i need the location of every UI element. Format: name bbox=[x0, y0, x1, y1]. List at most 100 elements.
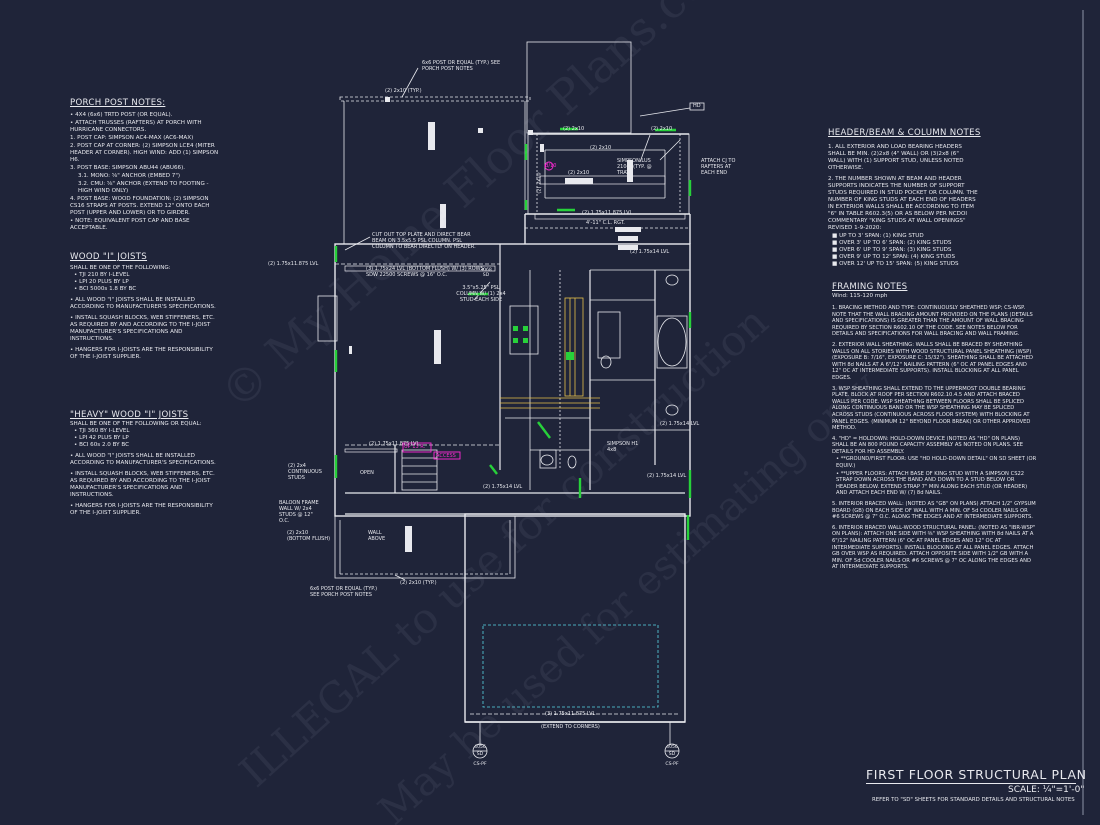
label-2x10-d: (2) 2x10 bbox=[536, 172, 543, 194]
wood-i-joists-notes: SHALL BE ONE OF THE FOLLOWING: • TJI 210… bbox=[70, 265, 220, 365]
joist-note: • ALL WOOD "I" JOISTS SHALL BE INSTALLED… bbox=[70, 453, 216, 466]
rear-projection bbox=[526, 41, 632, 134]
porch-note: 2. POST CAP AT CORNER: (2) SIMPSON LCE4 … bbox=[70, 143, 219, 163]
sheet-scale: SCALE: ¼"=1'-0" bbox=[1008, 785, 1085, 795]
wood-i-joists-subheading: SHALL BE ONE OF THE FOLLOWING: bbox=[70, 265, 171, 271]
framing-note: 6. INTERIOR BRACED WALL-WOOD STRUCTURAL … bbox=[832, 524, 1036, 571]
label-3068: 3068 SD bbox=[480, 268, 492, 278]
framing-notes-heading: FRAMING NOTES bbox=[832, 282, 908, 292]
joist-note: • HANGERS FOR I-JOISTS ARE THE RESPONSIB… bbox=[70, 503, 213, 516]
framing-note: 1. BRACING METHOD AND TYPE: CONTINUOUSLY… bbox=[832, 305, 1033, 338]
porch-note: 3. POST BASE: SIMPSON ABU44 (ABU66). bbox=[70, 165, 186, 171]
framing-note: 5. INTERIOR BRACED WALL: (NOTED AS "GB" … bbox=[832, 501, 1036, 521]
label-hd-tag: HD bbox=[693, 103, 701, 109]
king-stud-rule: ■ OVER 9' UP TO 12' SPAN: (4) KING STUDS bbox=[832, 254, 956, 260]
section-right-num: 4056 bbox=[666, 745, 678, 750]
king-stud-rule: ■ OVER 6' UP TO 9' SPAN: (3) KING STUDS bbox=[832, 247, 952, 253]
heavy-i-joists-heading: "HEAVY" WOOD "I" JOISTS bbox=[70, 410, 189, 420]
joist-option: • TJI 210 BY I-LEVEL bbox=[74, 272, 130, 278]
joist-note: • HANGERS FOR I-JOISTS ARE THE RESPONSIB… bbox=[70, 347, 213, 360]
label-lvl-lower: (2) 1.75x14 LVL bbox=[483, 484, 523, 490]
porch-note: 3.2. CMU: ⅝" ANCHOR (EXTEND TO FOOTING -… bbox=[78, 181, 209, 194]
porch-note: • 4X4 (6x6) TRTD POST (OR EQUAL). bbox=[70, 112, 173, 118]
sheet-reference: REFER TO "SD" SHEETS FOR STANDARD DETAIL… bbox=[872, 797, 1075, 803]
king-stud-rule: ■ UP TO 3' SPAN: (1) KING STUD bbox=[832, 233, 924, 239]
label-lvl-bottom-flush: (3) 1.75x24 LVL (BOTTOM FLUSH) W/ (3) RO… bbox=[366, 266, 484, 278]
label-lvl-right: (2) 1.75x14 LVL bbox=[660, 421, 700, 427]
label-lvl-left: (2) 1.75x11.875 LVL bbox=[268, 261, 319, 267]
sheet-title: FIRST FLOOR STRUCTURAL PLAN bbox=[866, 767, 1087, 782]
heavy-i-joists-notes: SHALL BE ONE OF THE FOLLOWING OR EQUAL: … bbox=[70, 421, 220, 521]
framing-note: 3. WSP SHEATHING SHALL EXTEND TO THE UPP… bbox=[832, 385, 1031, 432]
porch-note: 3.1. MONO: ⅝" ANCHOR (EMBED 7") bbox=[78, 173, 181, 179]
label-2x10-c: (2) 2x10 bbox=[590, 145, 612, 151]
porch-note: 1. POST CAP: SIMPSON AC4-MAX (AC6-MAX) bbox=[70, 135, 194, 141]
heavy-subheading: SHALL BE ONE OF THE FOLLOWING OR EQUAL: bbox=[70, 421, 202, 427]
section-right-sheet: SD bbox=[668, 752, 676, 757]
framing-note: • **UPPER FLOORS: ATTACH BASE OF KING ST… bbox=[836, 470, 1028, 497]
king-stud-rule: ■ OVER 12' UP TO 15' SPAN: (5) KING STUD… bbox=[832, 261, 959, 267]
joist-option: • TJI 360 BY I-LEVEL bbox=[74, 428, 130, 434]
section-left-ref: CS-PF bbox=[473, 762, 487, 767]
framing-note: 4. "HD" = HOLDOWN: HOLD-DOWN DEVICE (NOT… bbox=[832, 435, 1024, 455]
joist-note: • ALL WOOD "I" JOISTS SHALL BE INSTALLED… bbox=[70, 297, 216, 310]
magenta-tag: B/10 bbox=[545, 163, 557, 169]
left-bumpout bbox=[317, 295, 338, 342]
label-simpson-lus: SIMPSON LUS 210-2 (TYP. @ TRAY) bbox=[617, 158, 652, 176]
tub bbox=[657, 317, 687, 367]
porch-note: 4. POST BASE: WOOD FOUNDATION: (2) SIMPS… bbox=[70, 196, 210, 216]
stairs bbox=[401, 449, 438, 491]
label-lvl-top: (2) 1.75x11.875 LVL bbox=[582, 210, 633, 216]
framing-note: 2. EXTERIOR WALL SHEATHING: WALLS SHALL … bbox=[832, 341, 1033, 381]
framing-notes: 1. BRACING METHOD AND TYPE: CONTINUOUSLY… bbox=[832, 305, 1037, 575]
label-open: OPEN bbox=[360, 470, 374, 476]
label-post-top: 6x6 POST OR EQUAL (TYP.) SEE PORCH POST … bbox=[422, 60, 501, 72]
header-note: 1. ALL EXTERIOR AND LOAD BEARING HEADERS… bbox=[828, 144, 964, 171]
label-dim: 4'-11" C.L. RGT. bbox=[586, 220, 625, 226]
label-lvl-mid: (2) 1.75x11.875 LVL bbox=[369, 441, 420, 447]
header-notes-heading: HEADER/BEAM & COLUMN NOTES bbox=[828, 128, 981, 138]
joist-option: • LPI 20 PLUS BY LP bbox=[74, 279, 129, 285]
label-simpson-h: SIMPSON H1 4x8 bbox=[607, 441, 639, 453]
label-wall-above: WALL ABOVE bbox=[368, 530, 386, 542]
front-porch bbox=[334, 515, 516, 579]
header-notes: 1. ALL EXTERIOR AND LOAD BEARING HEADERS… bbox=[828, 144, 978, 268]
joist-option: • BCI 5000s 1.8 BY BC bbox=[74, 286, 137, 292]
label-balloon: BALOON FRAME WALL W/ 2x4 STUDS @ 12" O.C… bbox=[279, 500, 319, 524]
porch-post-notes-heading: PORCH POST NOTES: bbox=[70, 98, 166, 108]
label-2x10-a: (2) 2x10 bbox=[563, 126, 585, 132]
section-right-ref: CS-PF bbox=[665, 762, 679, 767]
joist-option: • LPI 42 PLUS BY LP bbox=[74, 435, 129, 441]
label-2x10-typ-top: (2) 2x10 (TYP.) bbox=[385, 88, 422, 94]
label-access: ACCESS bbox=[436, 453, 456, 459]
label-cut-out: CUT OUT TOP PLATE AND DIRECT BEAR BEAM O… bbox=[372, 232, 476, 250]
label-lvl-bottom-right: (2) 1.75x14 LVL bbox=[647, 473, 687, 479]
label-post-bottom: 6x6 POST OR EQUAL (TYP.) SEE PORCH POST … bbox=[310, 586, 378, 598]
section-left-sheet: SD bbox=[476, 752, 484, 757]
label-lvl-mid2: (2) 1.75x14 LVL bbox=[630, 249, 670, 255]
joist-option: • BCI 60s 2.0 BY BC bbox=[74, 442, 130, 448]
joist-note: • INSTALL SQUASH BLOCKS, WEB STIFFENERS,… bbox=[70, 471, 215, 498]
kitchen-island bbox=[509, 305, 539, 355]
section-left-num: 4056 bbox=[474, 745, 486, 750]
header-note: 2. THE NUMBER SHOWN AT BEAM AND HEADER S… bbox=[828, 176, 978, 231]
label-2x10-flush: (2) 2x10 (BOTTOM FLUSH) bbox=[287, 530, 331, 542]
garage-door bbox=[482, 624, 659, 708]
label-2x10-e: (2) 2x10 bbox=[568, 170, 590, 176]
garage bbox=[464, 513, 686, 723]
label-lvl-long: (3) 1.75x11.875 LVL bbox=[545, 711, 596, 717]
framing-note: • **GROUND/FIRST FLOOR: USE "HD HOLD-DOW… bbox=[836, 456, 1037, 470]
label-continuous-studs: (2) 2x4 CONTINUOUS STUDS bbox=[288, 463, 322, 481]
title-underline bbox=[866, 783, 1076, 784]
label-attach-cj: ATTACH CJ TO RAFTERS AT EACH END bbox=[701, 158, 736, 176]
porch-note: • ATTACH TRUSSES (RAFTERS) AT PORCH WITH… bbox=[70, 120, 202, 133]
label-psl-column: 3.5"x5.25" PSL COLUMN W/ (1) 2x4 STUD EA… bbox=[456, 285, 506, 303]
label-extend: (EXTEND TO CORNERS) bbox=[541, 724, 600, 730]
label-2x10-b: (2) 2x10 bbox=[651, 126, 673, 132]
porch-top-beam bbox=[339, 96, 531, 102]
framing-wind: Wind: 115-120 mph bbox=[832, 293, 888, 299]
porch-note: • NOTE: EQUIVALENT POST CAP AND BASE ACC… bbox=[70, 218, 190, 231]
porch-post-notes: • 4X4 (6x6) TRTD POST (OR EQUAL). • ATTA… bbox=[70, 112, 220, 236]
